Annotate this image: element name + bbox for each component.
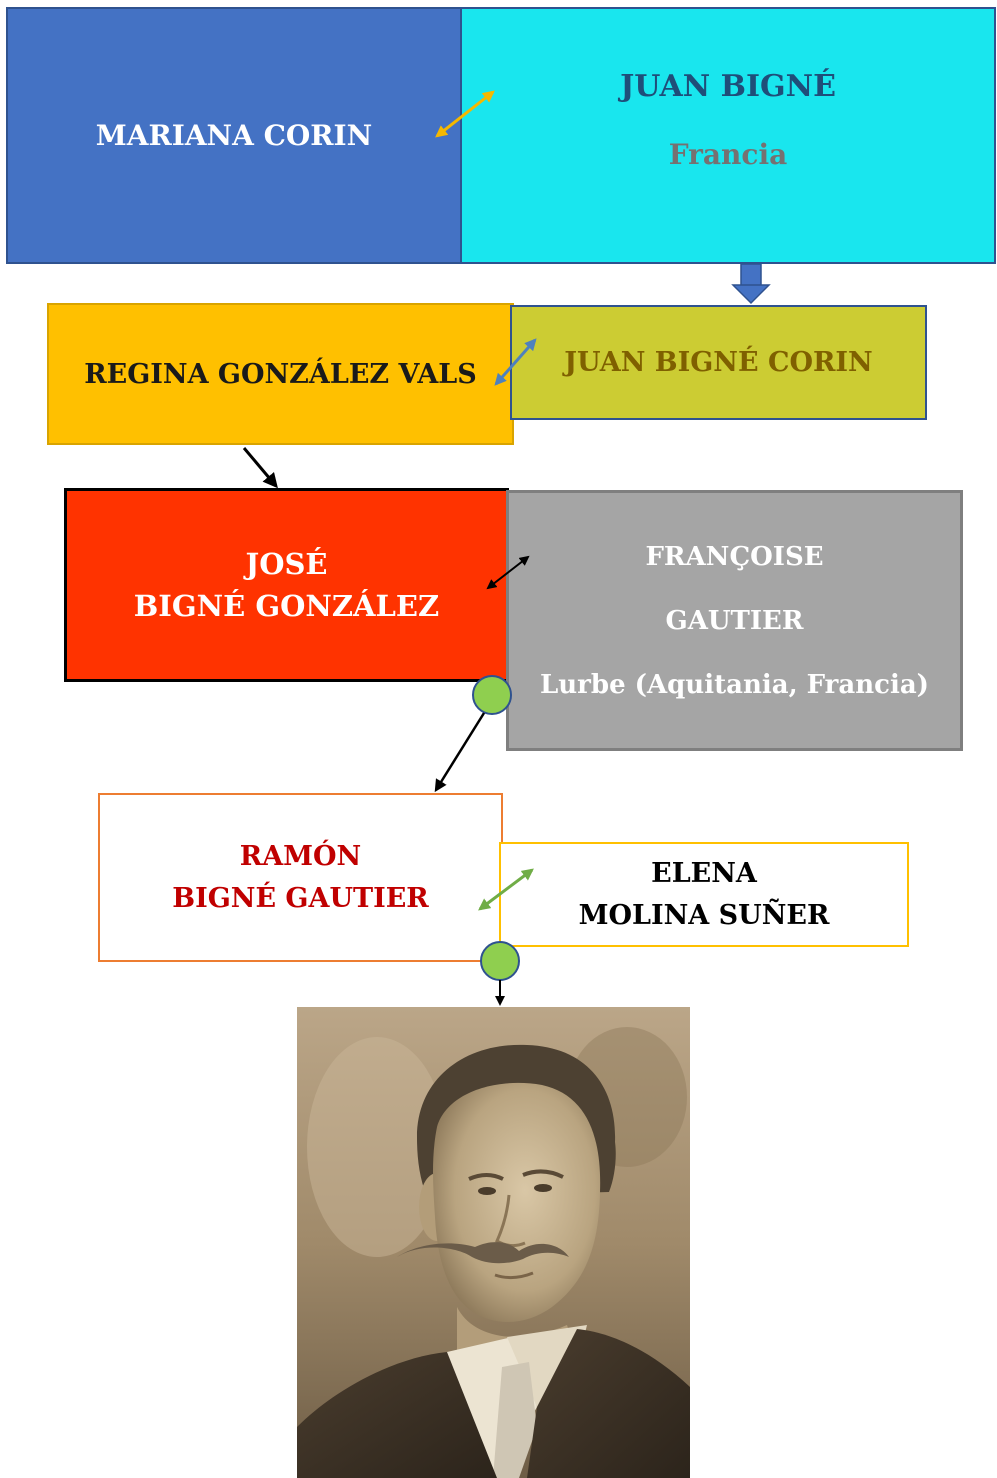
person-given-name: FRANÇOISE bbox=[645, 541, 824, 572]
person-surnames: MOLINA SUÑER bbox=[578, 899, 830, 931]
person-box-regina-gonzalez-vals: REGINA GONZÁLEZ VALS bbox=[47, 303, 514, 445]
portrait-photo bbox=[297, 1007, 690, 1478]
person-box-elena-molina-suner: ELENA MOLINA SUÑER bbox=[499, 842, 909, 947]
person-name: JUAN BIGNÉ bbox=[620, 69, 836, 104]
person-place: Francia bbox=[668, 138, 788, 171]
descent-arrow-icon bbox=[434, 712, 486, 793]
person-box-ramon-bigne-gautier: RAMÓN BIGNÉ GAUTIER bbox=[98, 793, 503, 962]
person-name: REGINA GONZÁLEZ VALS bbox=[84, 358, 477, 390]
person-place: Lurbe (Aquitania, Francia) bbox=[540, 669, 929, 700]
person-given-name: RAMÓN bbox=[239, 840, 362, 872]
person-box-jose-bigne-gonzalez: JOSÉ BIGNÉ GONZÁLEZ bbox=[64, 488, 509, 682]
person-surnames: BIGNÉ GAUTIER bbox=[172, 882, 429, 914]
person-name: MARIANA CORIN bbox=[95, 119, 373, 152]
person-box-francoise-gautier: FRANÇOISE GAUTIER Lurbe (Aquitania, Fran… bbox=[506, 490, 963, 751]
descent-block-arrow-icon bbox=[731, 263, 771, 305]
person-name: JUAN BIGNÉ CORIN bbox=[564, 347, 873, 378]
person-given-name: ELENA bbox=[651, 857, 757, 889]
person-box-juan-bigne: JUAN BIGNÉ Francia bbox=[460, 7, 996, 264]
person-box-mariana-corin: MARIANA CORIN bbox=[6, 7, 462, 264]
descent-arrow-icon bbox=[242, 447, 278, 489]
person-given-name: JOSÉ bbox=[245, 547, 328, 581]
person-box-juan-bigne-corin: JUAN BIGNÉ CORIN bbox=[510, 305, 927, 420]
person-surnames: BIGNÉ GONZÁLEZ bbox=[133, 589, 440, 623]
person-surname: GAUTIER bbox=[665, 605, 804, 636]
